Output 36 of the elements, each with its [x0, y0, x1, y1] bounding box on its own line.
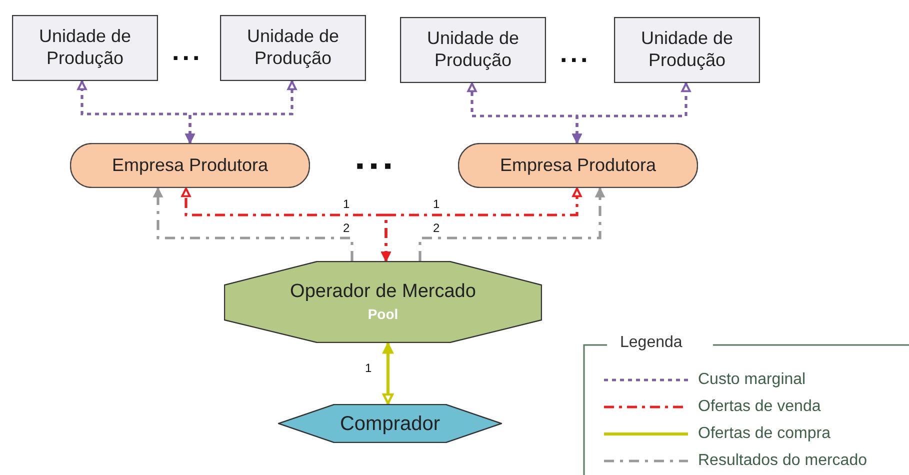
connector-arrow — [382, 342, 394, 404]
producer-company-pill — [458, 143, 698, 188]
edge-label: 2 — [342, 222, 351, 235]
node-label: Comprador — [338, 412, 442, 436]
connector-arrow — [152, 186, 354, 261]
connector-arrow — [572, 82, 691, 144]
ellipsis-mark: ... — [172, 38, 203, 64]
node-sublabel: Pool — [368, 306, 398, 323]
producer-company-pill — [70, 143, 310, 188]
node-label: Unidade de Produção — [426, 28, 520, 72]
legend-title: Legenda — [620, 335, 682, 351]
node-label: Unidade de Produção — [38, 26, 132, 70]
edge-label: 1 — [432, 198, 441, 211]
buyer-hexagon — [278, 404, 502, 443]
production-unit-box — [12, 15, 158, 81]
legend-text: Ofertas de compra — [698, 424, 830, 444]
ellipsis-mark: ▪ ▪ ▪ — [356, 155, 392, 177]
edge-label: 1 — [342, 198, 351, 211]
node-label: Unidade de Produção — [246, 26, 340, 70]
legend-text: Resultados do mercado — [698, 451, 867, 471]
legend-text: Custo marginal — [698, 370, 806, 390]
node-label: Unidade de Produção — [640, 28, 734, 72]
connector-arrow — [418, 186, 606, 261]
edge-label: 1 — [364, 362, 373, 375]
node-label: Empresa Produtora — [498, 154, 658, 176]
ellipsis-mark: ... — [560, 40, 591, 66]
legend-text: Ofertas de venda — [698, 397, 821, 417]
connector-arrow — [380, 188, 582, 262]
connector-arrow — [184, 80, 297, 144]
node-label: Empresa Produtora — [110, 154, 270, 176]
production-unit-box — [614, 17, 760, 83]
production-unit-box — [220, 15, 366, 81]
edge-label: 2 — [432, 222, 441, 235]
node-label: Operador de Mercado — [289, 281, 477, 304]
market-operator-octagon — [224, 261, 542, 343]
production-unit-box — [400, 17, 546, 83]
